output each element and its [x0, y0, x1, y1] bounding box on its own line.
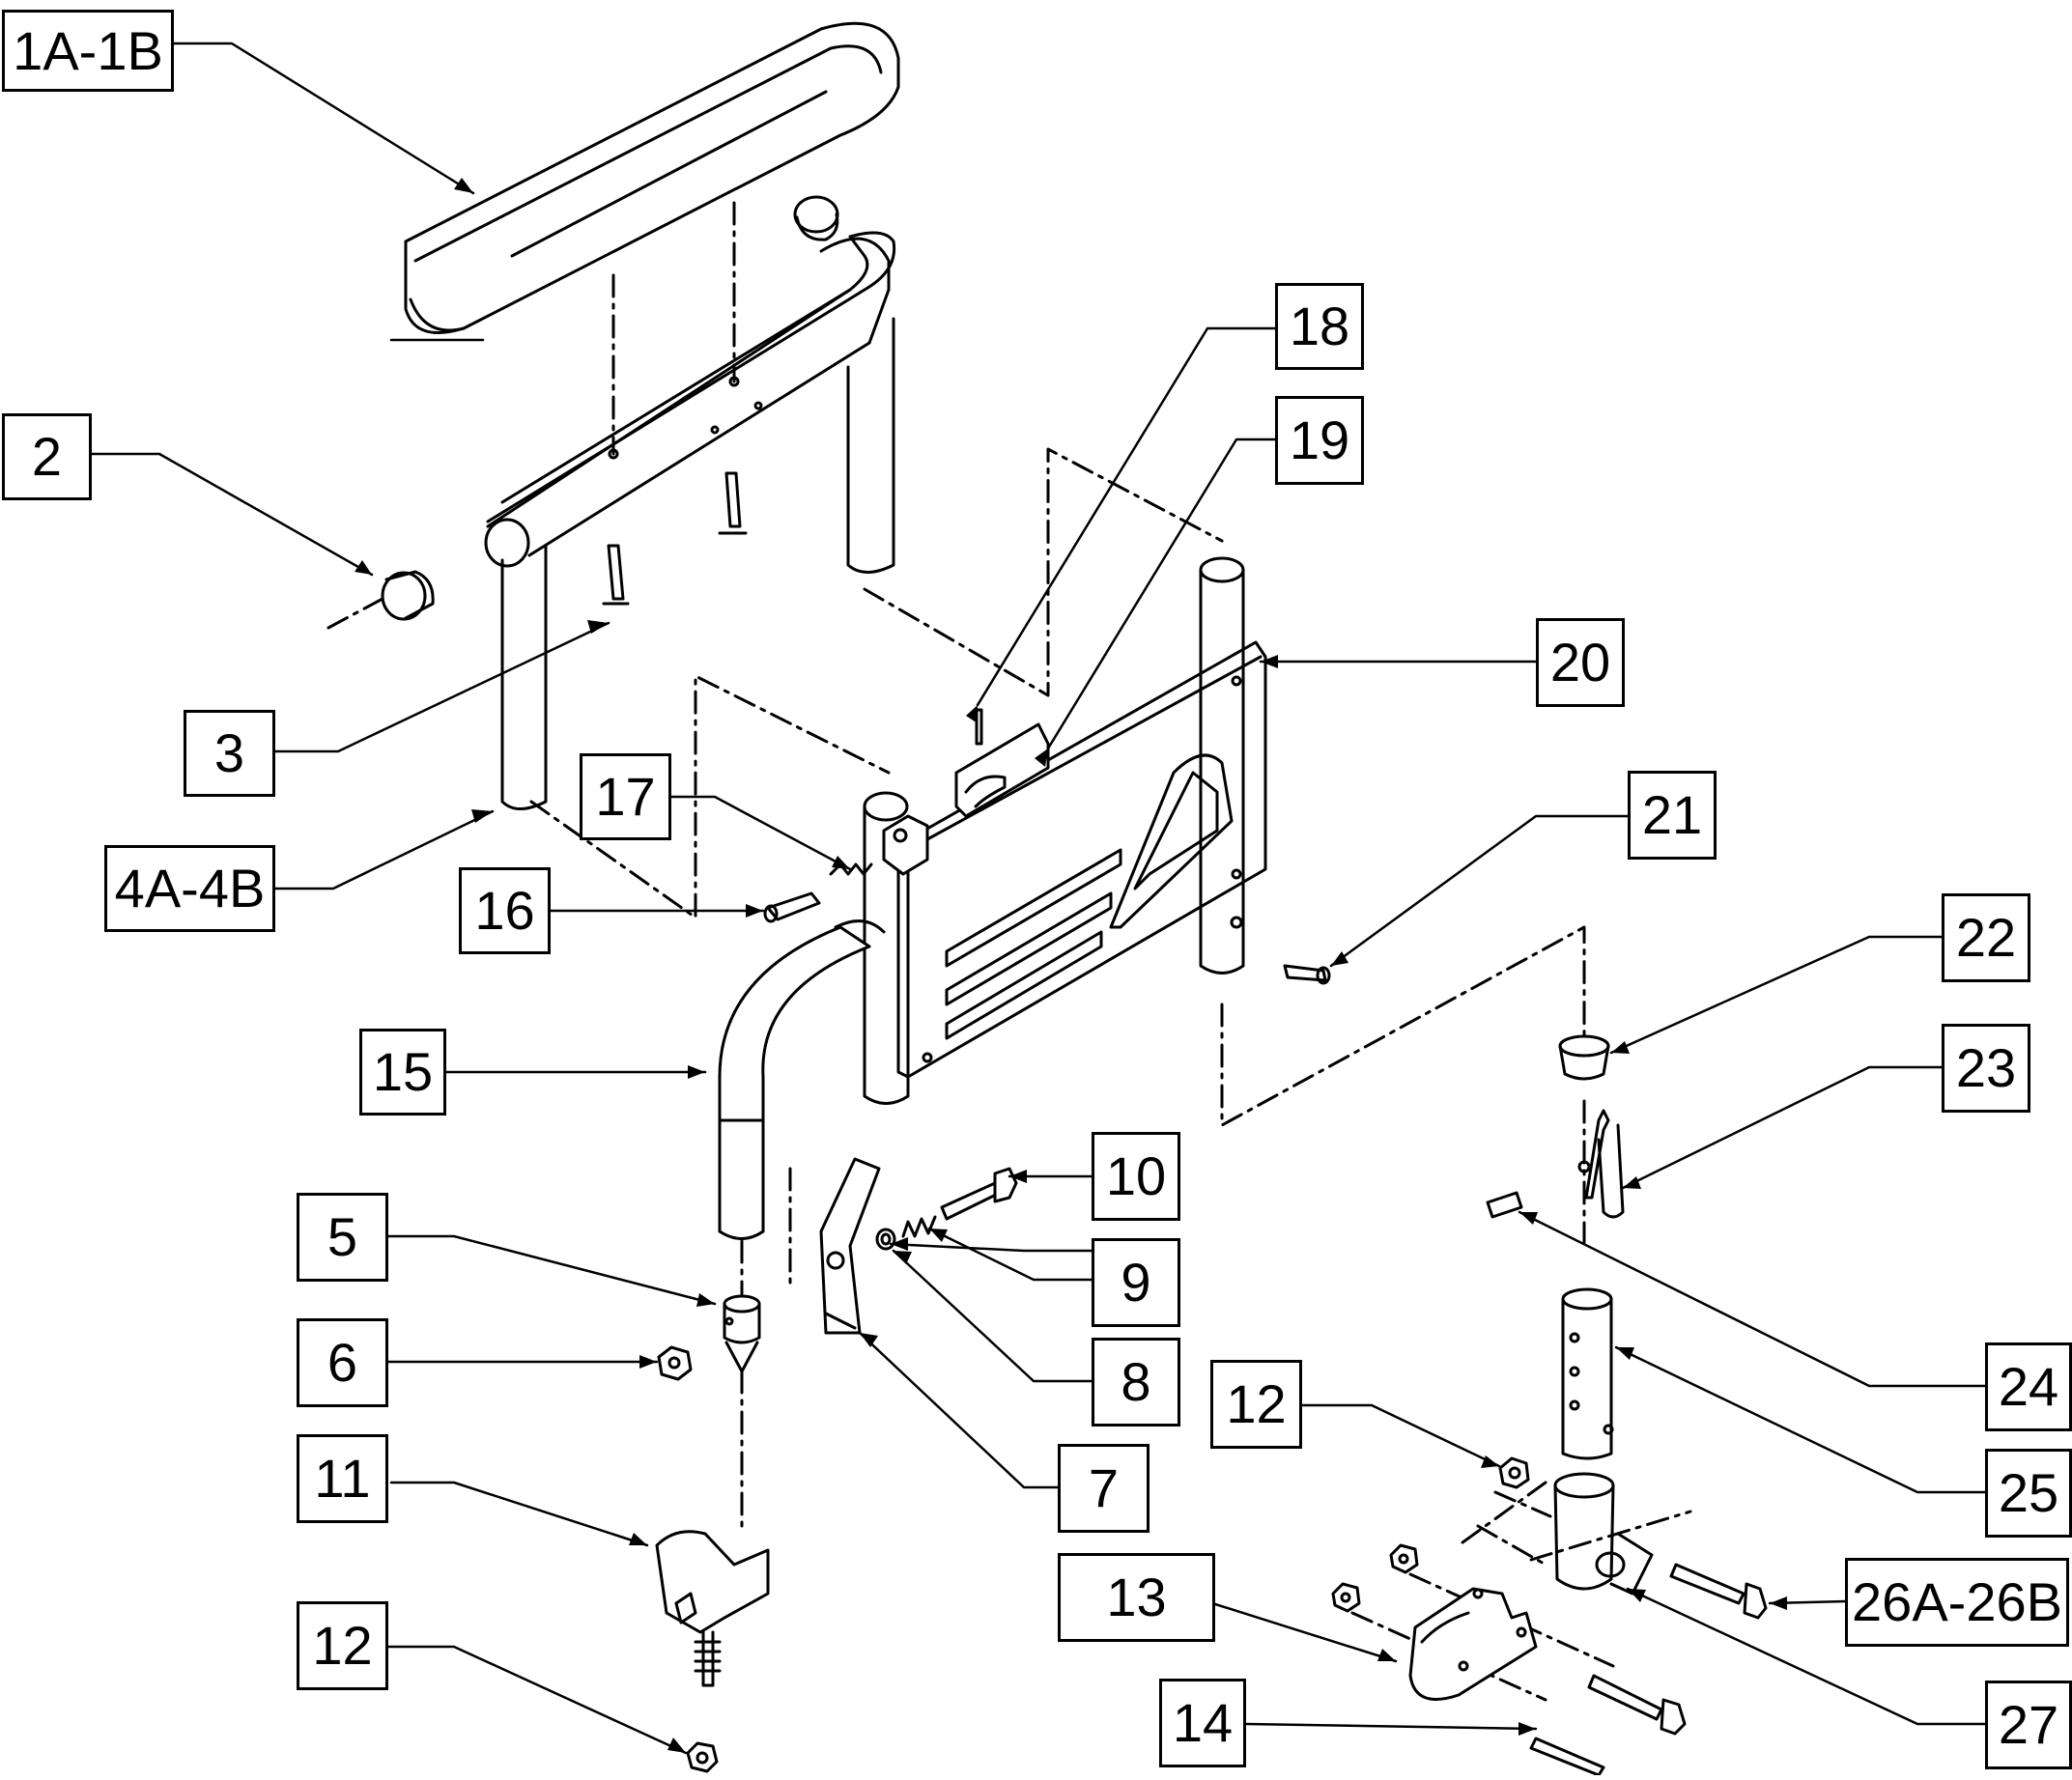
callout-27: 27 — [1985, 1681, 2072, 1769]
nut-12-upper — [1498, 1456, 1530, 1489]
spring-9 — [901, 1215, 937, 1238]
callout-13: 13 — [1058, 1553, 1215, 1642]
tube-25 — [1561, 1287, 1614, 1460]
callout-24: 24 — [1985, 1342, 2072, 1431]
bolt-10 — [940, 1167, 1018, 1221]
latch-block — [882, 814, 929, 876]
lever-7 — [819, 1157, 881, 1335]
screw-3b — [718, 471, 748, 535]
callout-14: 14 — [1159, 1679, 1246, 1767]
bolt-14a — [1587, 1674, 1687, 1736]
side-panel-20 — [896, 640, 1267, 1079]
clamp-19 — [954, 708, 1050, 818]
nut-12-lower — [686, 1741, 719, 1773]
bracket-13 — [1408, 1587, 1538, 1701]
callout-6: 6 — [297, 1318, 388, 1407]
washer-8 — [875, 1228, 896, 1251]
pin-24 — [1486, 1191, 1523, 1219]
callout-15: 15 — [359, 1029, 446, 1116]
bolt-14b — [1529, 1737, 1605, 1777]
callout-10: 10 — [1092, 1132, 1180, 1221]
callout-18: 18 — [1275, 283, 1364, 370]
pin-16 — [763, 891, 821, 923]
callout-1a-1b: 1A-1B — [2, 10, 174, 92]
callout-2: 2 — [2, 413, 92, 500]
callout-26a-26b: 26A-26B — [1845, 1558, 2069, 1647]
callout-8: 8 — [1092, 1338, 1180, 1427]
pin-21 — [1283, 964, 1331, 985]
arm-tube-upper — [484, 231, 896, 810]
callout-4a-4b: 4A-4B — [104, 845, 275, 932]
armrest-pad — [404, 21, 900, 334]
callout-22: 22 — [1942, 893, 2030, 982]
lock-23 — [1577, 1109, 1625, 1219]
callout-11: 11 — [297, 1434, 388, 1523]
arrow-heads — [355, 178, 1787, 1753]
callout-3: 3 — [184, 710, 275, 797]
front-tube-15 — [718, 919, 886, 1240]
callout-5: 5 — [297, 1193, 388, 1282]
screw-3a — [602, 544, 630, 606]
callout-17: 17 — [580, 753, 671, 840]
bushing-5 — [723, 1294, 761, 1373]
nut-6 — [657, 1345, 693, 1381]
housing-27 — [1553, 1472, 1654, 1596]
bolt-26 — [1669, 1563, 1768, 1620]
front-post — [863, 791, 910, 1105]
leader-lines — [90, 42, 1987, 1755]
nut-small-a — [1389, 1543, 1419, 1574]
callout-12-lower: 12 — [297, 1601, 388, 1690]
callout-25: 25 — [1985, 1449, 2072, 1538]
callout-16: 16 — [459, 867, 551, 954]
callout-9: 9 — [1092, 1238, 1180, 1327]
callout-12-upper: 12 — [1210, 1360, 1302, 1449]
callout-23: 23 — [1942, 1024, 2030, 1113]
callout-20: 20 — [1536, 618, 1625, 707]
end-cap-top — [793, 195, 839, 241]
clamp-11 — [655, 1530, 770, 1687]
cup-22 — [1558, 1034, 1610, 1081]
rear-post — [1199, 556, 1245, 975]
end-cap-2 — [381, 570, 435, 621]
nut-small-b — [1331, 1582, 1361, 1613]
alignment-lines-upper — [326, 201, 1224, 919]
callout-19: 19 — [1275, 396, 1364, 485]
callout-21: 21 — [1628, 771, 1717, 860]
callout-7: 7 — [1058, 1444, 1150, 1533]
